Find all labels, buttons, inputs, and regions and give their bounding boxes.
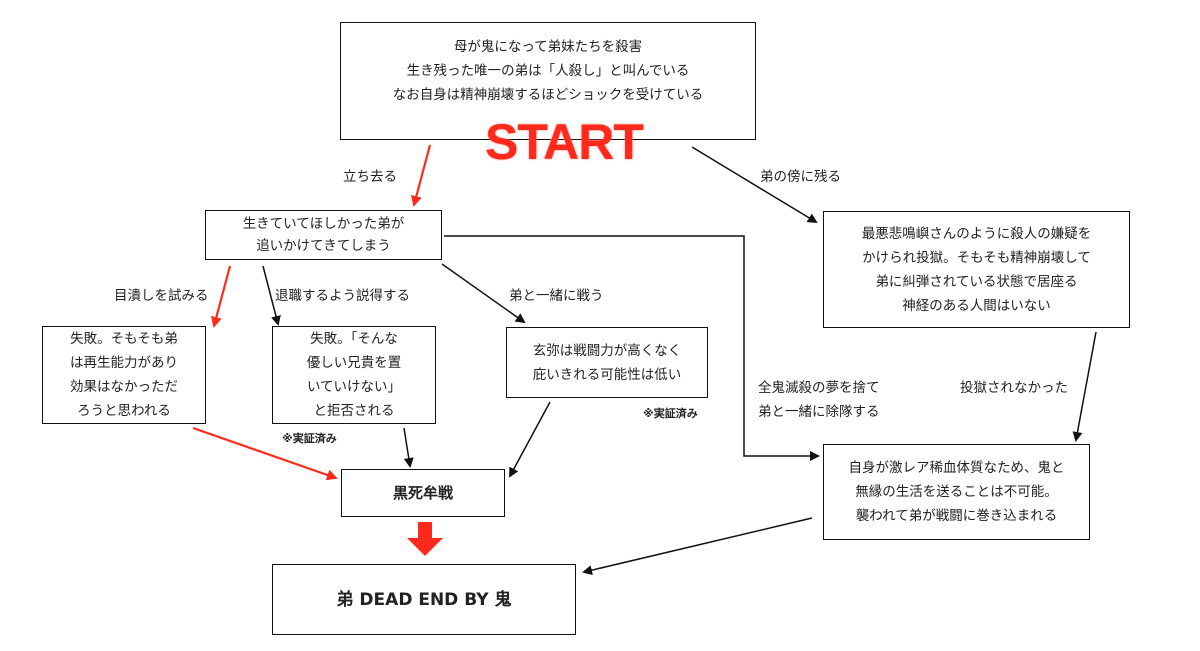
note-verified-persuade: ※実証済み <box>282 432 337 445</box>
arrow-persuade <box>262 265 281 326</box>
label-stay: 弟の傍に残る <box>760 169 841 185</box>
arrow-quit <box>444 235 820 461</box>
arrow-rare-dead <box>582 517 813 576</box>
persuade-fail-box: 失敗。「そんな 優しい兄貴を置 いていけない」 と拒否される <box>272 326 436 424</box>
chase-line-1: 生きていてほしかった弟が <box>242 216 405 232</box>
arrow-stay <box>691 146 818 224</box>
rare-line-3: 襲われて弟が戦闘に巻き込まれる <box>855 508 1058 524</box>
rare-line-2: 無縁の生活を送ることは不可能。 <box>855 484 1058 500</box>
arrow-persuade-fail <box>403 427 414 468</box>
persuade-line-4: と拒否される <box>313 403 395 419</box>
arrow-fight <box>441 263 526 324</box>
genya-line-2: 庇いきれる可能性は低い <box>532 366 682 383</box>
big-down-arrow <box>407 522 443 556</box>
start-line-3: なお自身は精神崩壊するほどショックを受けている <box>392 87 704 103</box>
arrow-not-jailed <box>1072 331 1097 442</box>
label-leave: 立ち去る <box>343 169 397 185</box>
kokushibo-box: 黒死牟戦 <box>341 469 505 517</box>
blind-line-4: ろうと思われる <box>77 403 171 419</box>
chase-line-2: 追いかけてきてしまう <box>256 238 391 254</box>
start-line-1: 母が鬼になって弟妹たちを殺害 <box>453 39 643 55</box>
persuade-line-3: いていけない」 <box>306 379 402 395</box>
genya-box: 玄弥は戦闘力が高くなく 庇いきれる可能性は低い <box>506 327 708 398</box>
prison-line-3: 弟に糾弾されている状態で居座る <box>875 273 1078 290</box>
note-verified-genya: ※実証済み <box>643 407 698 420</box>
label-persuade: 退職するよう説得する <box>275 288 410 304</box>
label-blind: 目潰しを試みる <box>114 288 209 304</box>
arrow-leave <box>411 144 432 207</box>
prison-box: 最悪悲鳴嶼さんのように殺人の嫌疑を かけられ投獄。そもそも精神崩壊して 弟に糾弾… <box>823 211 1130 328</box>
dead-end-label: 弟 DEAD END BY 鬼 <box>336 589 512 610</box>
persuade-line-1: 失敗。「そんな <box>310 331 398 347</box>
arrow-genya-fail <box>509 401 551 478</box>
prison-line-1: 最悪悲鳴嶼さんのように殺人の嫌疑を <box>861 225 1092 242</box>
start-line-2: 生き残った唯一の弟は「人殺し」と叫んでいる <box>406 63 690 79</box>
blind-line-2: は再生能力があり <box>70 355 178 371</box>
label-quit-2: 弟と一緒に除隊する <box>758 404 880 420</box>
label-quit-1: 全鬼滅殺の夢を捨て <box>758 380 880 396</box>
rare-line-1: 自身が激レア稀血体質なため、鬼と <box>848 460 1065 476</box>
prison-line-4: 神経のある人間はいない <box>902 297 1051 314</box>
persuade-line-2: 優しい兄貴を置 <box>306 355 402 371</box>
start-box: 母が鬼になって弟妹たちを殺害 生き残った唯一の弟は「人殺し」と叫んでいる なお自… <box>340 22 756 140</box>
chase-box: 生きていてほしかった弟が 追いかけてきてしまう <box>205 210 442 260</box>
arrow-blind-fail <box>192 426 338 481</box>
kokushibo-label: 黒死牟戦 <box>392 484 453 502</box>
start-label: START <box>485 114 644 170</box>
dead-end-box: 弟 DEAD END BY 鬼 <box>272 564 576 635</box>
arrow-blind <box>211 265 232 328</box>
rare-blood-box: 自身が激レア稀血体質なため、鬼と 無縁の生活を送ることは不可能。 襲われて弟が戦… <box>823 444 1090 540</box>
label-not-jailed: 投獄されなかった <box>960 380 1068 396</box>
genya-line-1: 玄弥は戦闘力が高くなく <box>532 342 682 359</box>
blind-fail-box: 失敗。そもそも弟 は再生能力があり 効果はなかっただ ろうと思われる <box>42 326 206 424</box>
blind-line-3: 効果はなかっただ <box>70 379 178 395</box>
label-fight: 弟と一緒に戦う <box>509 288 604 304</box>
prison-line-2: かけられ投獄。そもそも精神崩壊して <box>862 249 1091 266</box>
blind-line-1: 失敗。そもそも弟 <box>70 331 178 347</box>
